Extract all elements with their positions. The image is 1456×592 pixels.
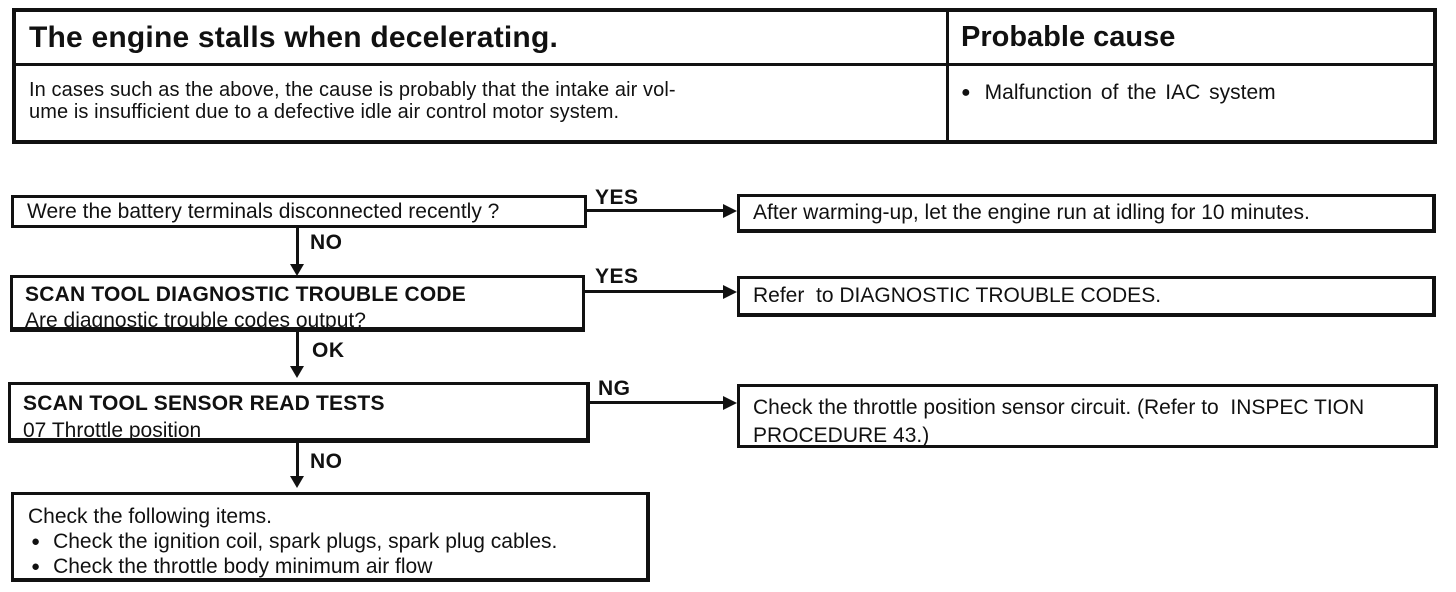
flow-step-scan-dtc-title: SCAN TOOL DIAGNOSTIC TROUBLE CODE: [25, 283, 467, 306]
probable-cause-item: ● Malfunction of the IAC system: [949, 66, 1433, 140]
flow-step-scan-dtc: SCAN TOOL DIAGNOSTIC TROUBLE CODE Are di…: [10, 275, 585, 332]
flow-action-warm-up: After warming-up, let the engine run at …: [737, 194, 1436, 233]
flow-final-check-item2: Check the throttle body minimum air flow: [53, 555, 433, 578]
symptom-description: In cases such as the above, the cause is…: [16, 66, 949, 140]
flow-step-sensor-read-subtitle: 07 Throttle position: [23, 419, 202, 442]
connector-line-yes-1: [587, 209, 723, 212]
ok-label: OK: [312, 339, 345, 362]
yes-label-2: YES: [595, 265, 639, 288]
bullet-icon: ●: [961, 84, 971, 101]
no-label-2: NO: [310, 450, 343, 473]
symptom-table: The engine stalls when decelerating. Pro…: [12, 8, 1437, 144]
arrow-right-icon-1: [723, 204, 737, 218]
flow-step-battery-terminals: Were the battery terminals disconnected …: [11, 195, 587, 228]
yes-label-1: YES: [595, 186, 639, 209]
bullet-icon: ●: [31, 533, 41, 550]
probable-cause-text: Malfunction of the IAC system: [984, 81, 1276, 104]
flow-final-check-title: Check the following items.: [28, 505, 272, 528]
flow-step-sensor-read-title: SCAN TOOL SENSOR READ TESTS: [23, 392, 385, 415]
flow-step-battery-question: Were the battery terminals disconnected …: [27, 199, 500, 223]
arrow-down-icon-1: [290, 264, 304, 276]
flow-action-check-tps-line2: PROCEDURE 43.): [753, 424, 930, 447]
connector-line-no-1: [296, 228, 299, 266]
arrow-down-icon-3: [290, 476, 304, 488]
symptom-title: The engine stalls when decelerating.: [16, 12, 949, 66]
flow-action-refer-dtc: Refer to DIAGNOSTIC TROUBLE CODES.: [737, 276, 1436, 317]
flow-step-scan-dtc-question: Are diagnostic trouble codes output?: [25, 309, 366, 332]
symptom-description-line1: In cases such as the above, the cause is…: [29, 79, 676, 101]
flow-final-check: Check the following items. ● Check the i…: [11, 492, 650, 582]
flow-final-check-item1: Check the ignition coil, spark plugs, sp…: [53, 530, 558, 553]
flow-step-sensor-read: SCAN TOOL SENSOR READ TESTS 07 Throttle …: [8, 382, 590, 443]
ng-label: NG: [598, 377, 631, 400]
flow-action-refer-dtc-text: Refer to DIAGNOSTIC TROUBLE CODES.: [753, 284, 1162, 307]
flow-action-warm-up-text: After warming-up, let the engine run at …: [753, 201, 1310, 224]
flow-action-check-tps: Check the throttle position sensor circu…: [737, 384, 1438, 448]
flow-final-check-item1-row: ● Check the ignition coil, spark plugs, …: [28, 529, 646, 554]
connector-line-ok: [296, 332, 299, 368]
probable-cause-heading: Probable cause: [949, 12, 1433, 66]
symptom-description-line2: ume is insufficient due to a defective i…: [29, 101, 620, 123]
flow-final-check-item2-row: ● Check the throttle body minimum air fl…: [28, 554, 646, 579]
flow-action-check-tps-line1: Check the throttle position sensor circu…: [753, 396, 1365, 419]
connector-line-yes-2: [585, 290, 723, 293]
arrow-right-icon-2: [723, 285, 737, 299]
connector-line-no-2: [296, 443, 299, 477]
no-label-1: NO: [310, 231, 343, 254]
bullet-icon: ●: [31, 558, 41, 575]
connector-line-ng: [590, 401, 723, 404]
arrow-down-icon-2: [290, 366, 304, 378]
arrow-right-icon-3: [723, 396, 737, 410]
